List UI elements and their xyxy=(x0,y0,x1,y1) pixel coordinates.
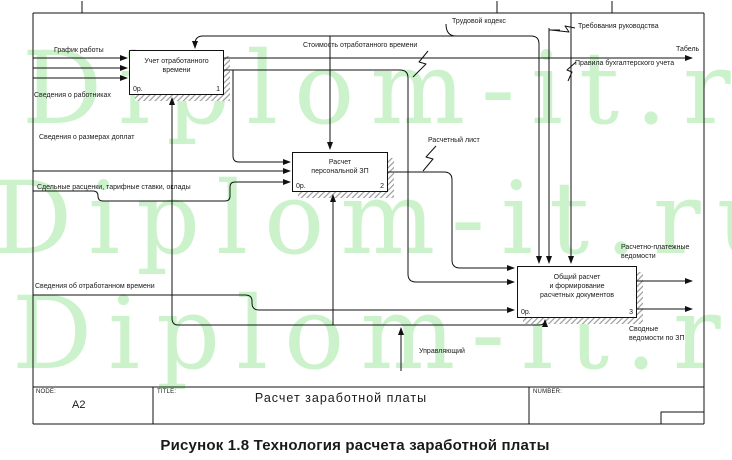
box3-cost: 0р. xyxy=(521,309,531,316)
mechanism-arrows xyxy=(169,97,548,371)
diagram-title: Расчет заработной платы xyxy=(254,391,428,405)
label-pravila: Правила бухгалтерского учета xyxy=(575,60,675,67)
box1-cost: 0р. xyxy=(133,86,143,93)
control-arrows xyxy=(192,13,574,264)
label-tabel: Табель xyxy=(676,46,700,53)
box-shadows xyxy=(135,56,643,324)
figure-caption: Рисунок 1.8 Технология расчета заработно… xyxy=(160,437,550,454)
label-svodnye: Сводные ведомости по ЗП xyxy=(629,325,685,343)
title-field-label: TITLE: xyxy=(157,389,177,395)
label-rp-vedomosti: Расчетно-платежные ведомости xyxy=(621,243,689,261)
label-squiggles xyxy=(412,25,577,172)
squiggle-raschetny-list xyxy=(422,145,437,172)
label-svedeniya-rabotnikah: Сведения о работниках xyxy=(34,92,111,99)
number-field-label: NUMBER: xyxy=(533,389,563,395)
arrow-raschetny-list xyxy=(388,171,515,271)
arrow-sdelnye xyxy=(33,179,291,202)
box1-title-line2: времени xyxy=(162,67,191,74)
label-svodnye-line2: ведомости по ЗП xyxy=(629,335,685,342)
squiggle-pravila xyxy=(566,61,577,82)
label-trudovoy-kodeks: Трудовой кодекс xyxy=(452,18,506,25)
arrow-mech-box1 xyxy=(169,97,401,326)
box2-cost: 0р. xyxy=(296,183,306,190)
label-upravlyayushchiy: Управляющий xyxy=(419,348,465,355)
output-arrows xyxy=(224,55,693,312)
node-value: A2 xyxy=(72,399,86,411)
label-otrabotannoe: Сведения об отработанном времени xyxy=(35,283,155,290)
diagram-frame xyxy=(32,1,705,425)
box1-title-line1: Учет отработанного xyxy=(144,58,209,65)
box2-number: 2 xyxy=(380,183,384,190)
arrow-stoimost-to-box2 xyxy=(232,70,291,165)
squiggle-trebovaniya xyxy=(550,25,576,33)
label-sdelnye: Сдельные расценки, тарифные ставки, окла… xyxy=(37,184,191,191)
arrow-stoimost-to-box3 xyxy=(224,69,515,285)
activity-box-1: Учет отработанного времени 0р. 1 xyxy=(129,50,224,95)
label-grafik-raboty: График работы xyxy=(54,47,104,54)
box1-number: 1 xyxy=(216,86,220,93)
box2-title-line1: Расчет xyxy=(328,159,352,166)
input-arrows xyxy=(33,55,515,313)
box3-number: 3 xyxy=(629,309,633,316)
node-field-label: NODE: xyxy=(36,389,57,395)
arrow-otrabotannoe-vremya xyxy=(33,294,515,313)
box3-title-line2: и формирование xyxy=(549,283,605,290)
label-svodnye-line1: Сводные xyxy=(629,326,659,333)
box3-title-line3: расчетных документов xyxy=(540,292,614,299)
label-stoimost: Стоимость отработанного времени xyxy=(303,42,418,49)
arrow-trudovoy-to-box1 xyxy=(192,35,531,49)
label-raschetny-list: Расчетный лист xyxy=(428,137,480,144)
label-rp-vedomosti-line1: Расчетно-платежные xyxy=(621,244,690,251)
activity-box-2: Расчет персональной ЗП 0р. 2 xyxy=(292,152,388,192)
label-trebovaniya: Требования руководства xyxy=(578,23,659,30)
squiggle-stoimost xyxy=(412,50,429,78)
label-doplaty: Сведения о размерах доплат xyxy=(39,134,135,141)
box3-title-line1: Общий расчет xyxy=(553,274,601,281)
box2-title-line2: персональной ЗП xyxy=(311,168,369,175)
arrow-mech-box3 xyxy=(401,319,548,328)
label-rp-vedomosti-line2: ведомости xyxy=(621,253,656,260)
activity-box-3: Общий расчет и формирование расчетных до… xyxy=(517,266,637,318)
